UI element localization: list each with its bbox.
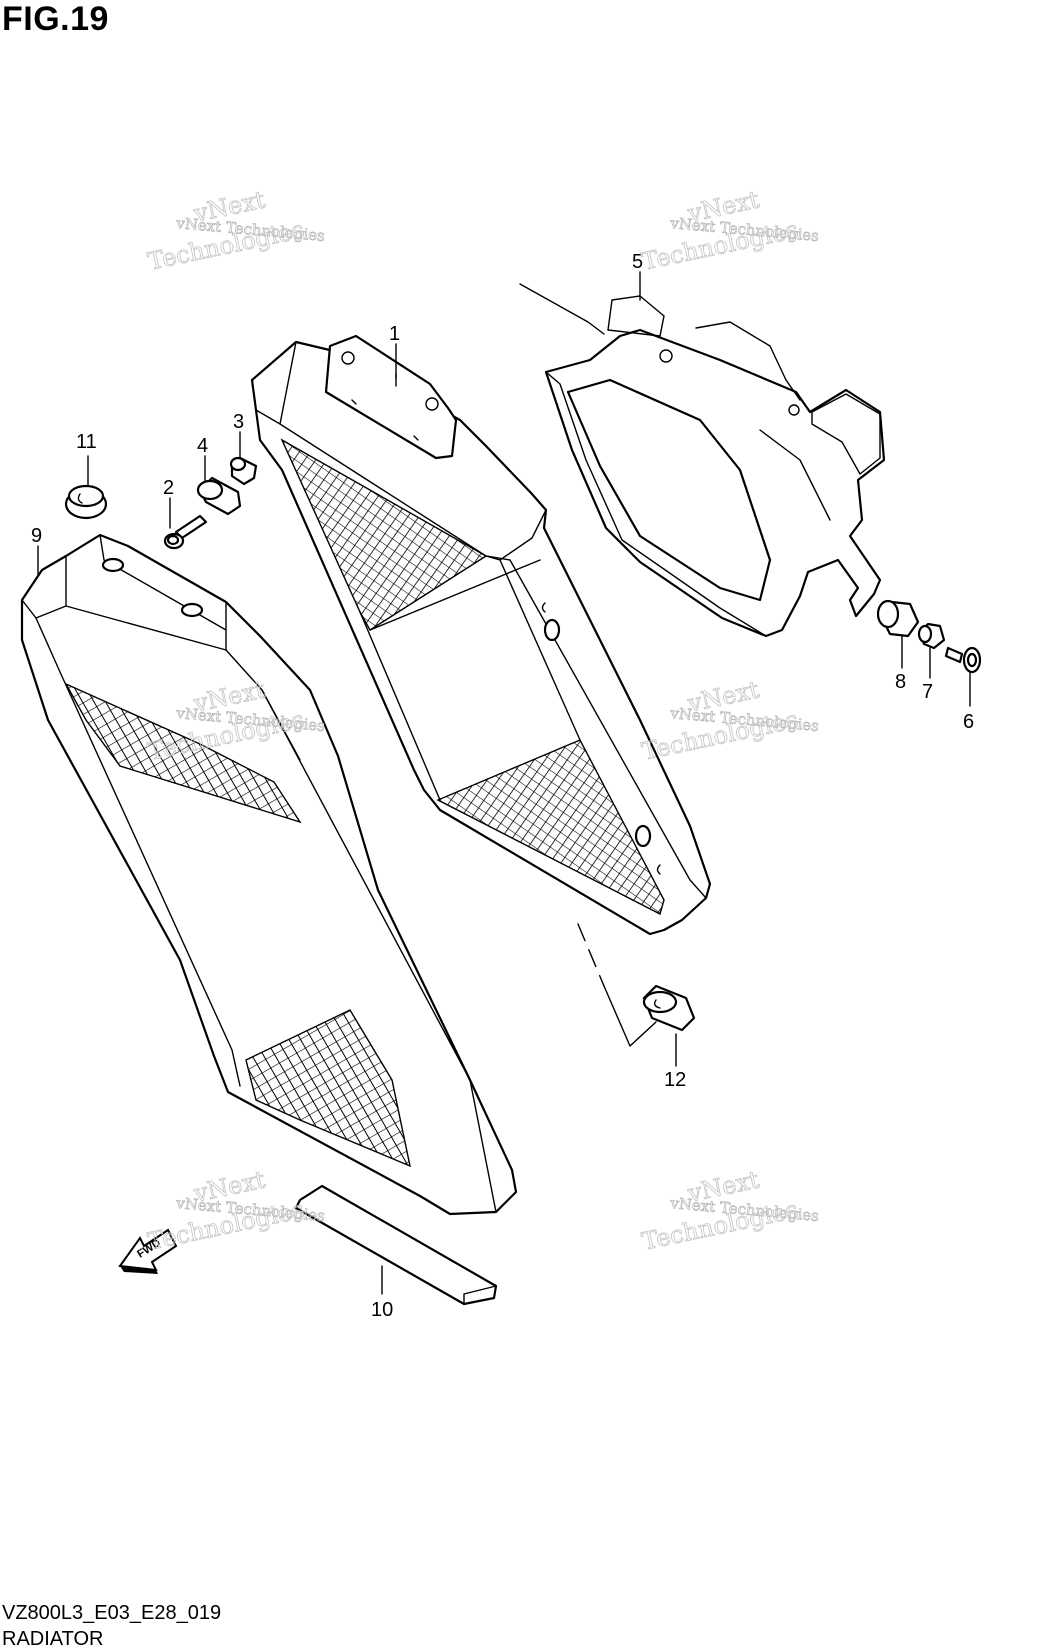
watermark-mid-right: vNext Technologies vNext Technologies bbox=[639, 675, 820, 766]
grommet-part-11 bbox=[64, 484, 108, 520]
callout-6: 6 bbox=[963, 711, 974, 733]
fwd-arrow-icon: FWD bbox=[118, 1228, 178, 1274]
callout-numbers: 1 2 3 4 5 6 7 8 9 10 11 12 bbox=[31, 251, 974, 1321]
callout-12: 12 bbox=[664, 1069, 686, 1091]
leader-lines bbox=[37, 271, 971, 1295]
callout-1: 1 bbox=[389, 323, 400, 345]
figure-code: VZ800L3_E03_E28_019 bbox=[2, 1602, 222, 1624]
bolt-part-2 bbox=[163, 514, 208, 550]
grommet-part-12 bbox=[642, 984, 696, 1032]
watermark-top-right: vNext Technologies vNext Technologies bbox=[639, 185, 820, 276]
callout-3: 3 bbox=[233, 411, 244, 433]
figure-caption: RADIATOR bbox=[2, 1628, 104, 1650]
callout-7: 7 bbox=[922, 681, 933, 703]
radiator-part-1 bbox=[250, 334, 712, 936]
watermark-bottom-left: vNext Technologies vNext Technologies bbox=[145, 1165, 326, 1256]
callout-10: 10 bbox=[371, 1299, 393, 1321]
callout-4: 4 bbox=[197, 435, 208, 457]
watermark-bottom-right: vNext Technologies vNext Technologies bbox=[639, 1165, 820, 1256]
fan-shroud-part-5 bbox=[519, 283, 886, 638]
collar-part-7 bbox=[917, 622, 946, 650]
radiator-cover-part-9 bbox=[20, 533, 518, 1216]
callout-8: 8 bbox=[895, 671, 906, 693]
callout-2: 2 bbox=[163, 477, 174, 499]
watermark-top-left: vNext Technologies vNext Technologies bbox=[145, 185, 326, 276]
grommet-part-8 bbox=[876, 599, 920, 638]
grommet-part-4 bbox=[196, 476, 242, 516]
tape-part-10 bbox=[294, 1184, 498, 1306]
bolt-part-6 bbox=[944, 646, 982, 674]
callout-11: 11 bbox=[76, 431, 97, 453]
callout-5: 5 bbox=[632, 251, 643, 273]
figure-title: FIG.19 bbox=[2, 0, 109, 38]
callout-9: 9 bbox=[31, 525, 42, 547]
collar-part-3 bbox=[229, 456, 258, 486]
